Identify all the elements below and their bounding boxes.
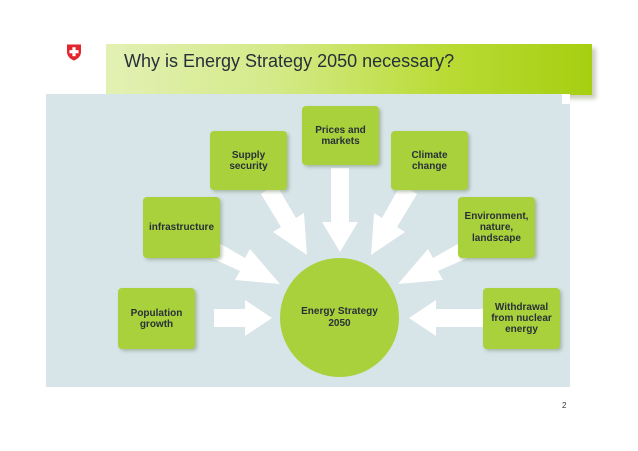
arrow-prices xyxy=(322,168,358,252)
center-energy-strategy: Energy Strategy 2050 xyxy=(280,258,399,377)
title-bar xyxy=(106,44,592,95)
node-population-growth: Population growth xyxy=(118,288,195,349)
node-climate-change: Climate change xyxy=(391,131,468,190)
swiss-cross-icon xyxy=(67,44,81,61)
node-nuclear-withdrawal: Withdrawal from nuclear energy xyxy=(483,288,560,349)
node-prices-and-markets: Prices and markets xyxy=(302,106,379,165)
node-infrastructure: infrastructure xyxy=(143,197,220,258)
node-supply-security: Supply security xyxy=(210,131,287,190)
node-environment: Environment, nature, landscape xyxy=(458,197,535,258)
arrow-population xyxy=(214,300,272,336)
page-number: 2 xyxy=(562,401,567,410)
panel-corner-notch xyxy=(562,94,570,104)
arrow-supply xyxy=(261,184,307,255)
slide-title: Why is Energy Strategy 2050 necessary? xyxy=(124,51,455,71)
arrow-nuclear xyxy=(409,300,483,336)
arrow-climate xyxy=(371,184,417,255)
